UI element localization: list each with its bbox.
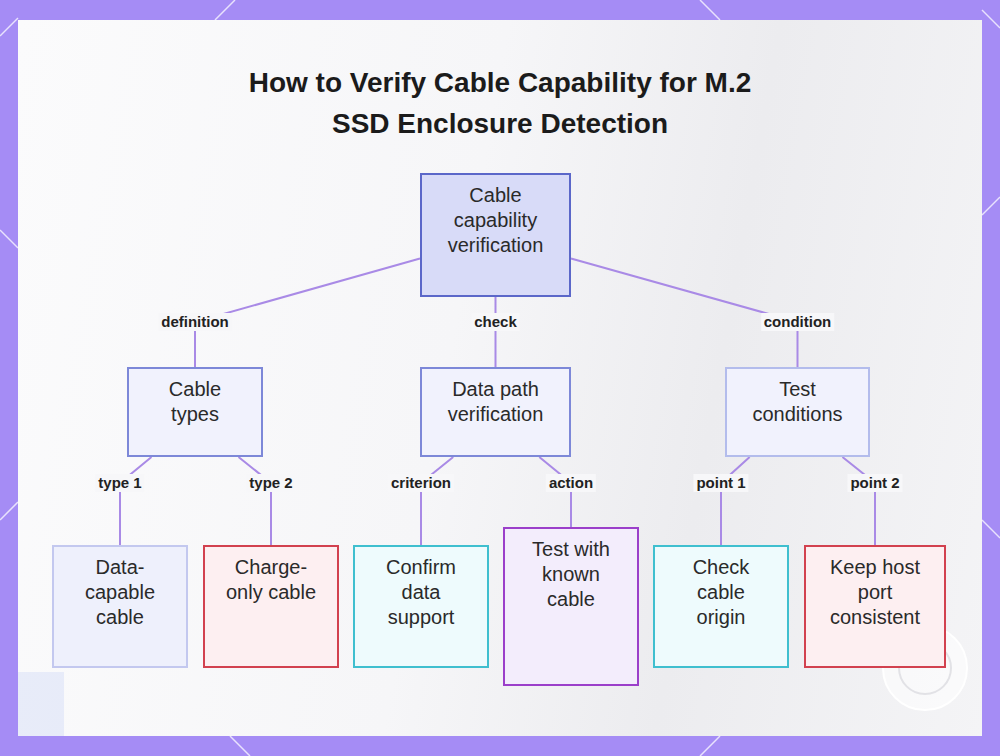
node-label: Data-capable cable (80, 555, 160, 630)
edge-label: condition (761, 313, 835, 331)
process-box: Confirm data support (353, 545, 489, 668)
edge-label: action (546, 474, 596, 492)
connector-line (239, 457, 271, 545)
node-label: Cable capability verification (436, 183, 556, 258)
node-label: Test with known cable (524, 537, 619, 612)
node-label: Cable types (150, 377, 240, 427)
connector-line (120, 457, 151, 545)
process-box: Charge-only cable (203, 545, 339, 668)
process-box: Test conditions (725, 367, 870, 457)
process-box: Test with known cable (503, 527, 639, 686)
connector-line (539, 457, 571, 527)
node-label: Confirm data support (376, 555, 466, 630)
process-box: Data-capable cable (52, 545, 188, 668)
node-label: Charge-only cable (221, 555, 321, 605)
edge-label: point 1 (693, 474, 748, 492)
process-box: Cable types (127, 367, 263, 457)
process-box: Keep host port consistent (804, 545, 946, 668)
connector-line (495, 297, 497, 367)
connector-line (421, 457, 453, 545)
node-label: Keep host port consistent (825, 555, 925, 630)
node-label: Data path verification (436, 377, 556, 427)
node-label: Test conditions (748, 377, 848, 427)
edge-label: type 2 (246, 474, 295, 492)
edge-label: point 2 (847, 474, 902, 492)
process-box: Data path verification (420, 367, 571, 457)
connector-line (842, 457, 875, 545)
process-box: Cable capability verification (420, 173, 571, 297)
diagram-title: How to Verify Cable Capability for M.2 S… (0, 62, 1000, 144)
edge-label: check (471, 313, 520, 331)
edge-label: criterion (388, 474, 454, 492)
edge-label: type 1 (95, 474, 144, 492)
connector-line (721, 457, 750, 545)
process-box: Check cable origin (653, 545, 789, 668)
edge-label: definition (158, 313, 232, 331)
node-label: Check cable origin (681, 555, 761, 630)
